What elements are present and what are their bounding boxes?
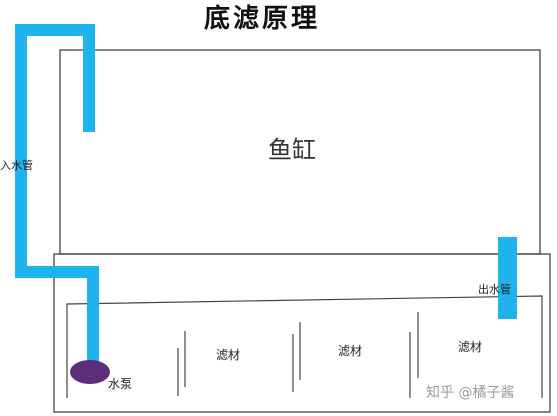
sump-inner-wall — [66, 295, 543, 398]
filter-media-label: 滤材 — [338, 344, 363, 358]
watermark: 知乎 @橘子酱 — [426, 385, 515, 401]
outlet-pipe-label: 出水管 — [478, 283, 511, 296]
inlet-pipe — [15, 24, 99, 374]
pump — [70, 360, 110, 384]
diagram-title: 底滤原理 — [204, 4, 321, 34]
pump-label: 水泵 — [108, 377, 133, 391]
fish-tank-label: 鱼缸 — [268, 136, 316, 164]
filter-media-label: 滤材 — [458, 340, 483, 354]
inlet-pipe-label: 入水管 — [0, 159, 33, 172]
outlet-pipe — [498, 237, 517, 319]
filter-media-label: 滤材 — [216, 348, 241, 362]
sump-box — [53, 253, 551, 413]
